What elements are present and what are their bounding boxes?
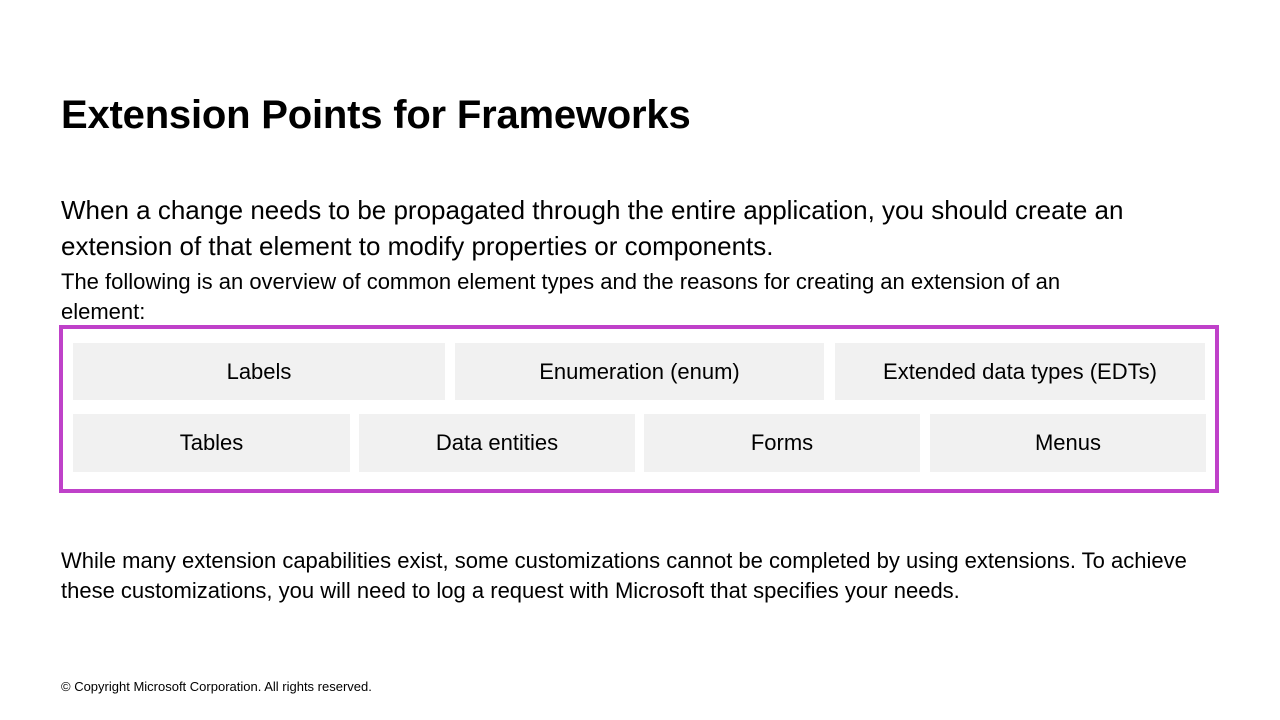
intro-paragraph: The following is an overview of common e… <box>61 269 1061 324</box>
element-chip-tables[interactable]: Tables <box>73 414 350 472</box>
lead-paragraph: When a change needs to be propagated thr… <box>61 195 1124 261</box>
page-title: Extension Points for Frameworks <box>61 92 691 137</box>
element-chip-extended-data-types[interactable]: Extended data types (EDTs) <box>835 343 1205 400</box>
element-chip-enumeration[interactable]: Enumeration (enum) <box>455 343 824 400</box>
element-chip-menus[interactable]: Menus <box>930 414 1206 472</box>
closing-paragraph: While many extension capabilities exist,… <box>61 548 1187 603</box>
element-chip-row-2: Tables Data entities Forms Menus <box>63 414 1215 472</box>
element-chip-forms[interactable]: Forms <box>644 414 920 472</box>
element-types-group: Labels Enumeration (enum) Extended data … <box>59 325 1219 493</box>
element-chip-labels[interactable]: Labels <box>73 343 445 400</box>
element-chip-data-entities[interactable]: Data entities <box>359 414 635 472</box>
footer-copyright: © Copyright Microsoft Corporation. All r… <box>61 679 372 694</box>
element-chip-row-1: Labels Enumeration (enum) Extended data … <box>63 343 1215 400</box>
